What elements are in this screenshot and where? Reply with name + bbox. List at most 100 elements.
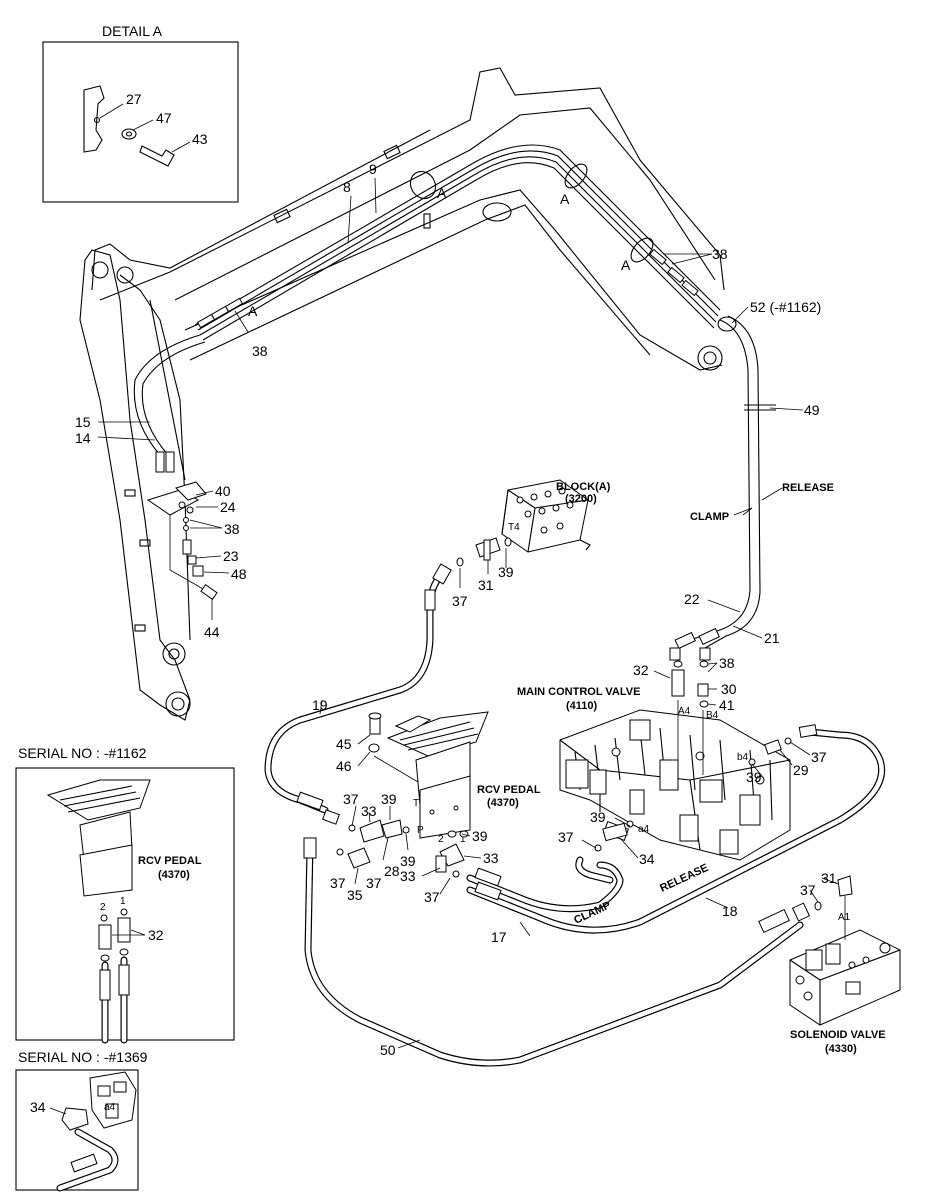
- detail-a-inset: DETAIL A 27 47 43: [42, 23, 239, 203]
- serial-1162-label-32: 32: [148, 927, 164, 943]
- rcv-port-1: 1: [460, 834, 466, 845]
- hose-50: [303, 837, 811, 1067]
- label-release: RELEASE: [782, 482, 834, 494]
- mark-a-1: A: [437, 185, 447, 201]
- label-47: 47: [156, 110, 172, 126]
- mcv-port-b4-lower: b4: [737, 752, 749, 763]
- leader-lines: [97, 177, 839, 1049]
- label-clamp: CLAMP: [690, 511, 729, 523]
- callout-37-mcv-left: 37: [558, 829, 574, 845]
- rcv-port-t: T: [413, 798, 419, 809]
- callout-38-top-left: 38: [252, 343, 268, 359]
- callout-37-mcv-right: 37: [811, 749, 827, 765]
- serial-1162-port-2: 2: [100, 902, 106, 913]
- callout-31-block: 31: [478, 577, 494, 593]
- callout-31-solenoid: 31: [821, 870, 837, 886]
- callout-35: 35: [347, 887, 363, 903]
- mcv-port-a4-lower: a4: [638, 824, 650, 835]
- rcv-port-p: P: [417, 825, 424, 836]
- boom-and-arm: [79, 67, 725, 721]
- part-number-callouts: 8 9 38 38 52 (-#1162) 49 15 14 40 24 38 …: [75, 161, 837, 1058]
- callout-34: 34: [639, 851, 655, 867]
- detail-a-marks: A A A A: [248, 185, 631, 319]
- arm-bracket: [146, 481, 218, 600]
- callout-33-low: 33: [400, 868, 416, 884]
- callout-39-pedal-low: 39: [400, 853, 416, 869]
- block-a-code: (3200): [565, 493, 597, 505]
- callout-40: 40: [215, 483, 231, 499]
- serial-1369-title: SERIAL NO : -#1369: [18, 1049, 148, 1065]
- callout-30: 30: [721, 681, 737, 697]
- callout-24: 24: [220, 499, 236, 515]
- callout-37-pedal-left: 37: [330, 875, 346, 891]
- callout-52: 52 (-#1162): [750, 299, 821, 315]
- callout-22: 22: [684, 591, 700, 607]
- mcv-port-b4: B4: [706, 710, 719, 721]
- serial-1162-port-1: 1: [120, 896, 126, 907]
- callout-29: 29: [793, 762, 809, 778]
- main-control-valve: A4 B4 b4 a4 MAIN CONTROL VALVE (4110): [517, 660, 792, 861]
- solenoid-name: SOLENOID VALVE: [790, 1029, 886, 1041]
- callout-17: 17: [491, 929, 507, 945]
- boom-pipes: [133, 144, 776, 661]
- callout-39-pedal-right: 39: [472, 828, 488, 844]
- solenoid-code: (4330): [825, 1043, 857, 1055]
- callout-9: 9: [369, 161, 377, 177]
- callout-32: 32: [633, 662, 649, 678]
- block-a-name: BLOCK(A): [556, 481, 611, 493]
- callout-18: 18: [722, 903, 738, 919]
- callout-38-bracket: 38: [224, 521, 240, 537]
- serial-1369-label-34: 34: [30, 1099, 46, 1115]
- callout-21: 21: [764, 630, 780, 646]
- callout-37-solenoid: 37: [800, 882, 816, 898]
- callout-39-mcv-right: 39: [746, 769, 762, 785]
- callout-48: 48: [231, 566, 247, 582]
- callout-38-top-right: 38: [712, 246, 728, 262]
- mcv-code: (4110): [566, 700, 598, 712]
- serial-1162-pedal-name: RCV PEDAL: [138, 855, 202, 867]
- callout-44: 44: [204, 624, 220, 640]
- callout-50: 50: [380, 1042, 396, 1058]
- callout-38-mcv: 38: [719, 655, 735, 671]
- callout-8: 8: [343, 179, 351, 195]
- rcv-port-2: 2: [438, 834, 444, 845]
- callout-37-pedal-mid: 37: [366, 875, 382, 891]
- rcv-pedal-name: RCV PEDAL: [477, 784, 541, 796]
- serial-1162-title: SERIAL NO : -#1162: [18, 745, 147, 761]
- callout-33-pedal: 33: [361, 803, 377, 819]
- mark-a-3: A: [621, 257, 631, 273]
- callout-37-pedal-top: 37: [343, 791, 359, 807]
- mark-a-4: A: [248, 303, 258, 319]
- serial-1369-inset: SERIAL NO : -#1369 a4 34: [15, 1049, 148, 1192]
- callout-39-pedal-top: 39: [381, 791, 397, 807]
- callout-28: 28: [384, 863, 400, 879]
- mcv-name: MAIN CONTROL VALVE: [517, 686, 640, 698]
- callout-46: 46: [336, 758, 352, 774]
- mcv-port-a4: A4: [678, 706, 691, 717]
- callout-23: 23: [223, 548, 239, 564]
- mark-a-2: A: [560, 191, 570, 207]
- callout-41: 41: [719, 697, 735, 713]
- svg-text:a4: a4: [104, 1102, 116, 1113]
- label-27: 27: [126, 91, 142, 107]
- callout-37-pedal-low: 37: [424, 889, 440, 905]
- callout-39-block: 39: [498, 564, 514, 580]
- callout-39-mcv-left: 39: [590, 809, 606, 825]
- serial-1162-inset: SERIAL NO : -#1162 RCV PEDAL (4370) 2 1 …: [15, 745, 235, 1044]
- callout-49: 49: [804, 402, 820, 418]
- serial-1162-pedal-code: (4370): [158, 869, 190, 881]
- solenoid-valve: A1 SOLENOID VALVE (4330): [789, 875, 901, 1055]
- callout-37-block: 37: [452, 593, 468, 609]
- callout-19: 19: [312, 697, 328, 713]
- hoses-17-18: [466, 724, 886, 934]
- block-a: BLOCK(A) (3200) T4: [456, 479, 611, 588]
- label-43: 43: [192, 131, 208, 147]
- block-a-port: T4: [508, 522, 520, 533]
- callout-15: 15: [75, 414, 91, 430]
- callout-33-right: 33: [483, 850, 499, 866]
- callout-45: 45: [336, 736, 352, 752]
- rcv-pedal-code: (4370): [487, 797, 519, 809]
- callout-14: 14: [75, 430, 91, 446]
- hose-19: [264, 563, 452, 825]
